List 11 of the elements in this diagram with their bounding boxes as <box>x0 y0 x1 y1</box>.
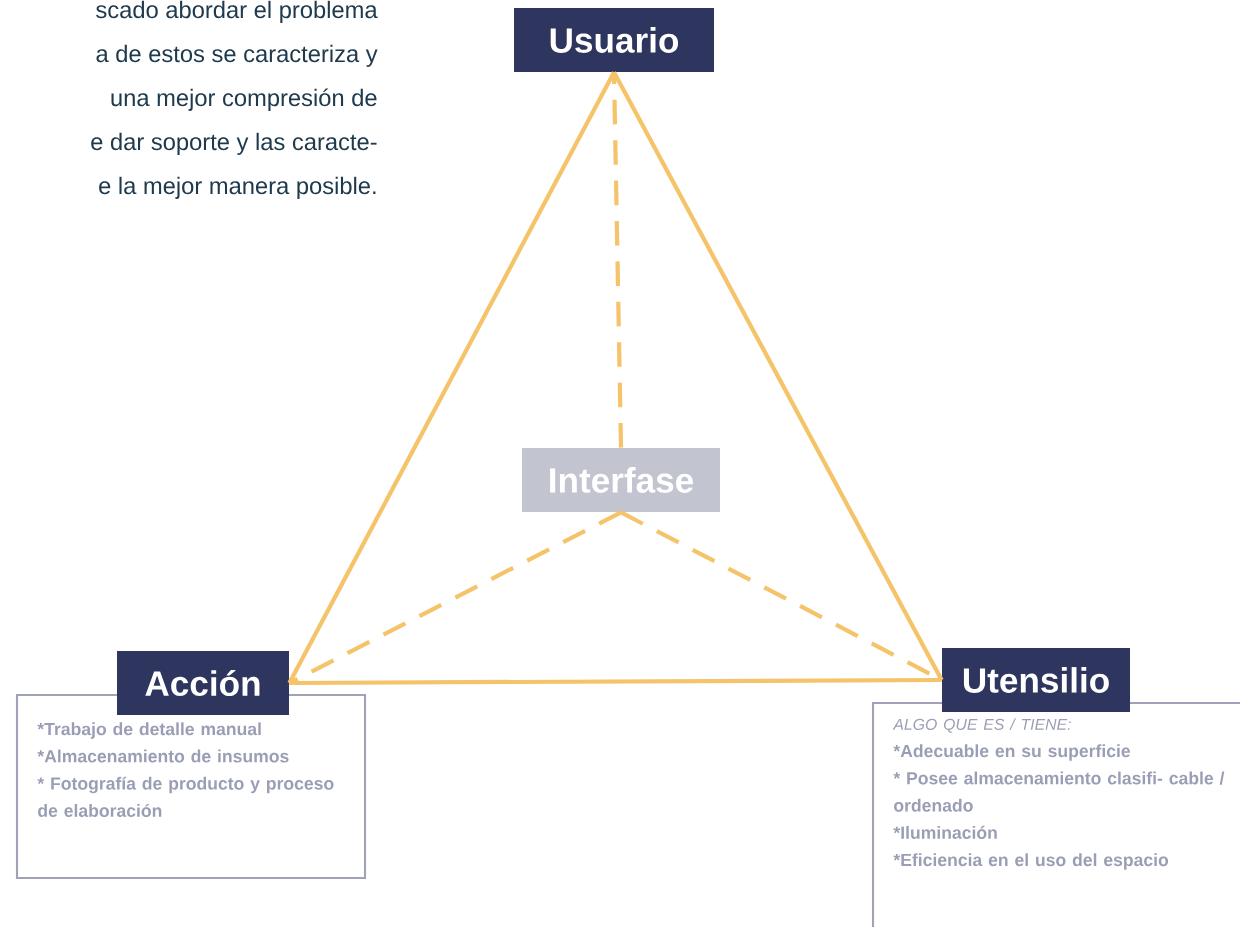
paragraph-line: a de estos se caracteriza y <box>96 44 378 67</box>
heading-box: Usuario <box>514 8 714 72</box>
heading-box: Utensilio <box>942 648 1130 712</box>
paragraph-line: e la mejor manera posible. <box>99 176 376 199</box>
triangle-line <box>288 510 622 685</box>
triangle-line <box>289 677 942 686</box>
heading-box: Interfase <box>522 448 720 512</box>
paragraph-line: una mejor compresión de <box>111 88 377 111</box>
triangle-line <box>611 72 624 448</box>
paragraph-line: scado abordar el problema <box>96 0 378 23</box>
paragraph-line: e dar soporte y las caracte- <box>91 132 377 155</box>
